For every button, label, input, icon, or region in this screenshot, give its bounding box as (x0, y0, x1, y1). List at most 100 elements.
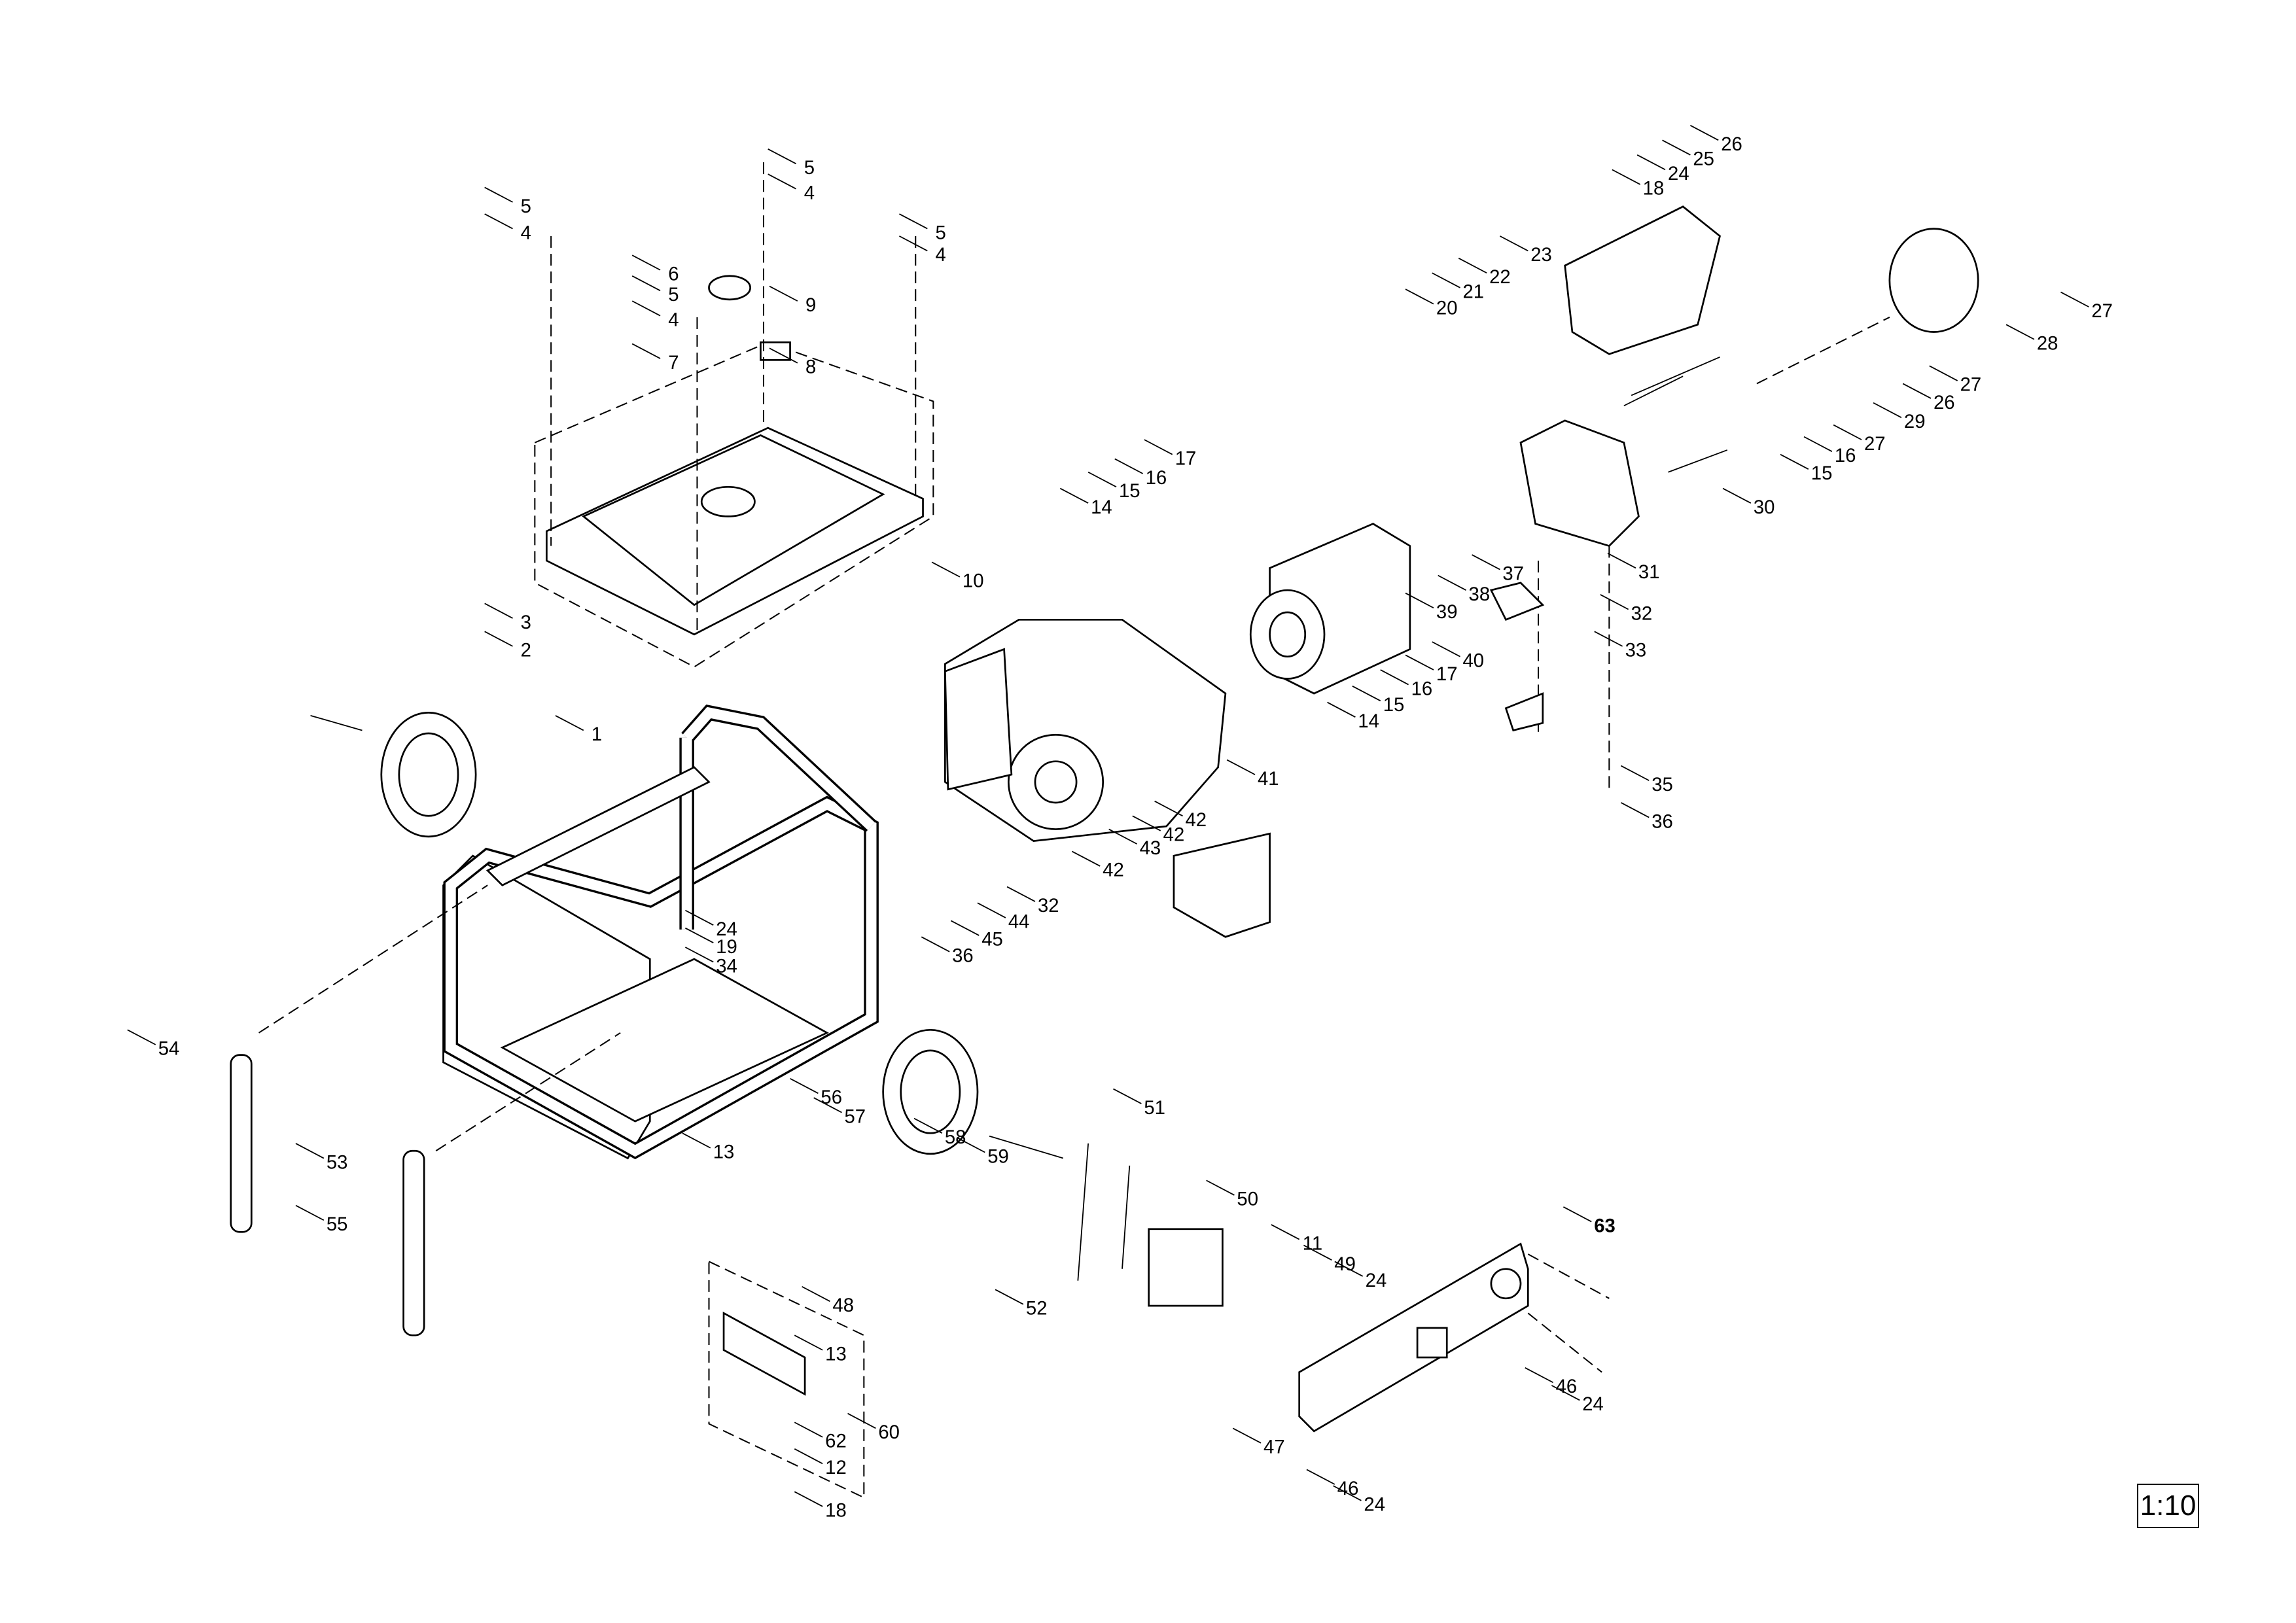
callout-38: 38 (1469, 584, 1491, 605)
callout-27: 27 (1960, 374, 1982, 396)
leader-line (956, 1137, 985, 1153)
callout-63: 63 (1594, 1215, 1616, 1236)
callout-20: 20 (1436, 297, 1458, 319)
leader-line (631, 343, 661, 359)
leader-line (768, 148, 796, 165)
leader-line (913, 1117, 943, 1134)
battery-and-cables (1077, 1143, 1224, 1307)
leader-line (847, 1412, 876, 1429)
leader-line (555, 715, 584, 731)
leader-line (631, 254, 661, 271)
leader-line (1006, 886, 1036, 902)
callout-19: 19 (716, 936, 737, 958)
callout-25: 25 (1693, 148, 1714, 170)
leader-line (684, 927, 714, 944)
leader-line (1780, 453, 1809, 470)
callout-5: 5 (668, 284, 679, 305)
callout-43: 43 (1140, 837, 1161, 859)
leader-line (127, 1029, 156, 1045)
leader-line (1352, 685, 1381, 702)
leader-line (794, 1422, 823, 1438)
leader-line (794, 1335, 823, 1351)
callout-62: 62 (825, 1431, 847, 1452)
leader-line (484, 186, 513, 203)
callout-24: 24 (1364, 1494, 1385, 1516)
leader-line (684, 909, 714, 926)
callout-50: 50 (1237, 1189, 1258, 1210)
callout-45: 45 (981, 929, 1003, 951)
callout-36: 36 (1651, 811, 1673, 832)
callout-24: 24 (716, 918, 737, 940)
fuel-gauge (760, 341, 791, 361)
callout-14: 14 (1091, 497, 1112, 518)
callout-11: 11 (1303, 1232, 1322, 1254)
callout-9: 9 (805, 294, 816, 316)
callout-15: 15 (1811, 462, 1833, 484)
callout-59: 59 (987, 1145, 1009, 1167)
callout-10: 10 (963, 570, 984, 592)
callout-55: 55 (327, 1213, 348, 1235)
callout-30: 30 (1754, 497, 1775, 518)
battery (1148, 1228, 1224, 1307)
callout-17: 17 (1436, 663, 1458, 685)
callout-42: 42 (1103, 860, 1124, 881)
leader-line (484, 213, 513, 230)
fuel-tank-assembly (534, 162, 934, 668)
callout-42: 42 (1185, 809, 1207, 831)
leader-line (684, 947, 714, 963)
leader-line (769, 347, 798, 364)
callout-37: 37 (1502, 563, 1524, 584)
callout-26: 26 (1934, 392, 1955, 413)
callout-5: 5 (804, 157, 815, 179)
callout-58: 58 (945, 1126, 966, 1148)
scale-indicator: 1:10 (2137, 1484, 2199, 1528)
leader-line (794, 1448, 823, 1465)
leader-line (631, 275, 661, 292)
leader-line (1458, 257, 1487, 274)
leader-line (295, 1204, 325, 1221)
leader-line (1902, 383, 1932, 399)
callout-41: 41 (1258, 768, 1279, 790)
callout-15: 15 (1119, 480, 1140, 502)
leader-line (631, 300, 661, 317)
leader-line (1833, 424, 1862, 440)
callout-54: 54 (158, 1038, 180, 1060)
callout-4: 4 (521, 222, 531, 243)
callout-12: 12 (825, 1457, 847, 1478)
leader-line (1803, 436, 1833, 452)
callout-60: 60 (878, 1422, 900, 1443)
callout-57: 57 (844, 1106, 866, 1127)
leader-line (1500, 236, 1528, 252)
leader-line (1432, 641, 1460, 657)
callout-32: 32 (1631, 602, 1653, 624)
callout-22: 22 (1489, 266, 1511, 288)
callout-18: 18 (1643, 178, 1665, 200)
alternator-assembly (1249, 205, 1979, 790)
leader-line (1226, 759, 1256, 775)
leader-line (1206, 1179, 1235, 1196)
callout-17: 17 (1175, 447, 1197, 469)
callout-4: 4 (935, 244, 945, 266)
leader-line (1405, 654, 1434, 671)
callout-16: 16 (1835, 445, 1856, 466)
leader-line (1154, 800, 1183, 817)
callout-40: 40 (1463, 650, 1485, 671)
callout-5: 5 (935, 222, 945, 243)
leader-line (484, 602, 513, 619)
engine-assembly (944, 618, 1227, 843)
leader-line (1114, 458, 1144, 474)
fuel-cap (708, 275, 752, 301)
leader-line (1306, 1469, 1335, 1485)
leader-line (1405, 592, 1434, 609)
leader-line (1327, 701, 1356, 718)
muffler-guard (1173, 582, 1545, 938)
callout-34: 34 (716, 955, 737, 977)
frame-assembly (442, 705, 879, 1160)
leader-line (1438, 574, 1466, 591)
callout-4: 4 (668, 309, 679, 330)
callout-1: 1 (592, 724, 602, 745)
callout-35: 35 (1651, 774, 1673, 795)
